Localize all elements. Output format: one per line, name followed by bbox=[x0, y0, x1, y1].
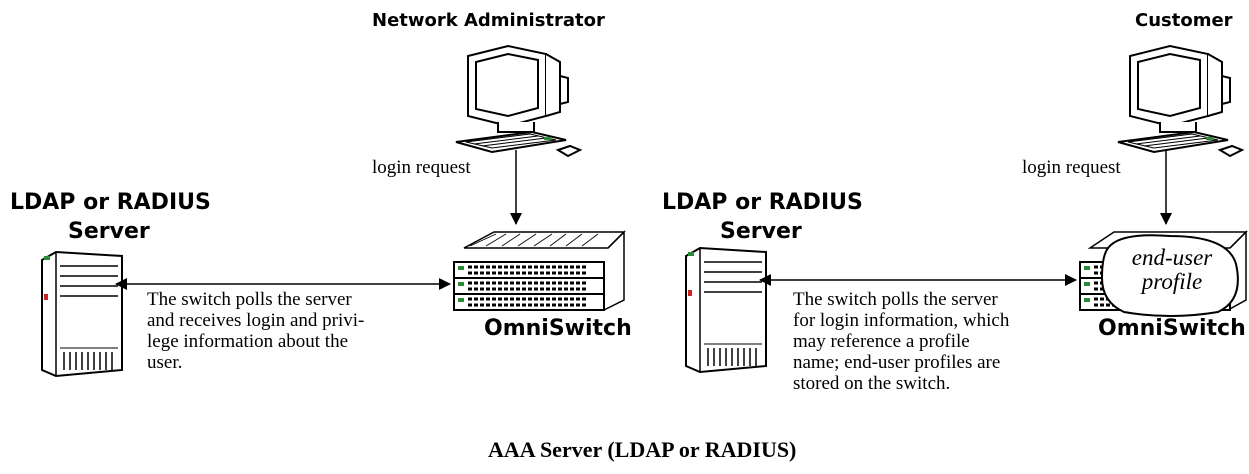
description-left-line: lege information about the bbox=[147, 331, 349, 352]
profile-text-line1: end-user bbox=[1131, 245, 1213, 270]
description-left-line: and receives login and privi- bbox=[147, 310, 365, 331]
server-label-right-line2: Server bbox=[720, 219, 802, 244]
server-label-left-line2: Server bbox=[68, 219, 150, 244]
description-right-line: stored on the switch. bbox=[793, 373, 951, 394]
description-left-line: The switch polls the server bbox=[147, 289, 352, 310]
server-label-right-line1: LDAP or RADIUS bbox=[662, 190, 863, 215]
login-request-label-left: login request bbox=[372, 157, 471, 178]
description-right-line: may reference a profile bbox=[793, 331, 970, 352]
figure-caption: AAA Server (LDAP or RADIUS) bbox=[488, 437, 797, 462]
server-icon-left bbox=[41, 251, 123, 377]
profile-bubble bbox=[1100, 234, 1239, 317]
profile-text-line2: profile bbox=[1141, 269, 1203, 294]
customer-label: Customer bbox=[1135, 10, 1233, 31]
end-user-profile-text: end-user profile bbox=[1110, 246, 1234, 294]
description-left: The switch polls the server and receives… bbox=[147, 289, 364, 373]
network-administrator-label: Network Administrator bbox=[372, 10, 605, 31]
server-label-left-line1: LDAP or RADIUS bbox=[10, 190, 211, 215]
admin-computer-icon bbox=[455, 45, 581, 157]
omniswitch-label-left: OmniSwitch bbox=[484, 316, 632, 341]
customer-computer-icon bbox=[1117, 45, 1243, 157]
omniswitch-label-right: OmniSwitch bbox=[1098, 316, 1246, 341]
description-right-line: name; end-user profiles are bbox=[793, 352, 1001, 373]
description-right-line: The switch polls the server bbox=[793, 289, 998, 310]
description-right: The switch polls the server for login in… bbox=[793, 289, 1009, 394]
server-icon-right bbox=[685, 247, 767, 373]
description-right-line: for login information, which bbox=[793, 310, 1010, 331]
description-left-line: user. bbox=[147, 352, 183, 373]
login-request-label-right: login request bbox=[1022, 157, 1121, 178]
omniswitch-icon-left bbox=[452, 230, 626, 312]
